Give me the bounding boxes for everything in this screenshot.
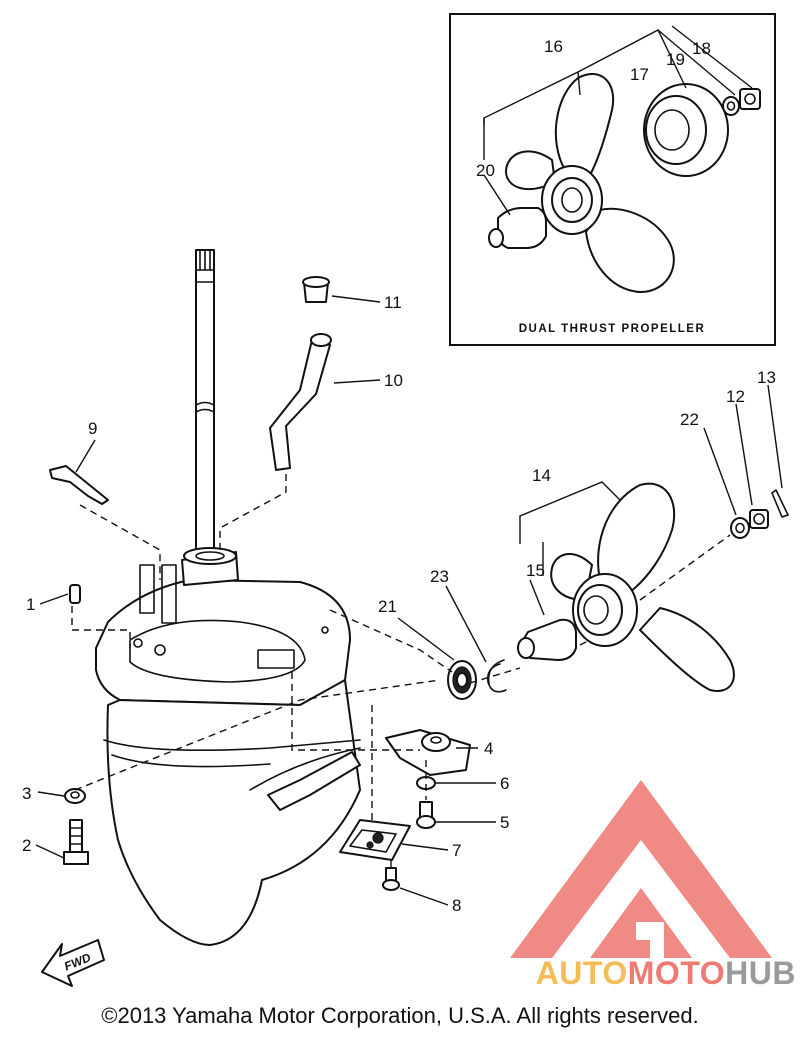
callout-23: 23	[430, 567, 449, 586]
fwd-arrow-icon: FWD	[41, 939, 105, 987]
cover-plate	[339, 819, 411, 861]
callout-9: 9	[88, 419, 97, 438]
callout-17: 17	[630, 65, 649, 84]
cotter-pin	[771, 489, 789, 518]
callout-7: 7	[452, 841, 461, 860]
callout-18: 18	[692, 39, 711, 58]
callout-labels: 1 2 3 4 5 6 7 8 9 10 11 12 13 14 15 16 1…	[22, 37, 776, 915]
automotohub-watermark: AUTOMOTOHUB	[510, 780, 796, 991]
automotohub-logo-icon	[510, 780, 772, 958]
callout-14: 14	[532, 466, 551, 485]
callout-5: 5	[500, 813, 509, 832]
trim-tab	[385, 729, 471, 776]
propeller	[550, 482, 735, 692]
spacer-15	[517, 618, 577, 661]
callout-3: 3	[22, 784, 31, 803]
callout-20: 20	[476, 161, 495, 180]
callout-6: 6	[500, 774, 509, 793]
oil-seal	[447, 660, 477, 700]
castle-nut	[749, 509, 769, 529]
callout-4: 4	[484, 739, 493, 758]
washer-3	[64, 788, 86, 804]
bolt-2	[63, 819, 89, 865]
drive-shaft	[195, 249, 215, 556]
water-tube	[269, 333, 332, 471]
dowel-pin	[69, 584, 81, 604]
callout-13: 13	[757, 368, 776, 387]
assembly-lines	[71, 474, 731, 868]
watermark-auto: AUTO	[536, 955, 628, 991]
callout-leaders	[35, 295, 783, 906]
callout-15: 15	[526, 561, 545, 580]
dual-thrust-propeller-inset: DUAL THRUST PROPELLER	[449, 13, 776, 346]
shim-plate	[49, 465, 109, 505]
svg-text:AUTOMOTOHUB: AUTOMOTOHUB	[536, 955, 796, 991]
inset-title: DUAL THRUST PROPELLER	[519, 323, 706, 335]
copyright-notice: ©2013 Yamaha Motor Corporation, U.S.A. A…	[101, 1003, 699, 1028]
callout-19: 19	[666, 50, 685, 69]
callout-10: 10	[384, 371, 403, 390]
watermark-moto: MOTO	[628, 955, 725, 991]
callout-11: 11	[384, 293, 402, 312]
circlip	[486, 659, 507, 693]
grommet	[302, 276, 330, 303]
callout-1: 1	[26, 595, 35, 614]
bolt-5	[416, 801, 436, 829]
screw-8	[382, 867, 400, 891]
watermark-hub: HUB	[725, 955, 796, 991]
callout-21: 21	[378, 597, 397, 616]
callout-8: 8	[452, 896, 461, 915]
callout-16: 16	[544, 37, 563, 56]
callout-12: 12	[726, 387, 745, 406]
callout-22: 22	[680, 410, 699, 429]
callout-2: 2	[22, 836, 31, 855]
lower-casing	[95, 547, 361, 946]
washer-22	[730, 517, 750, 539]
